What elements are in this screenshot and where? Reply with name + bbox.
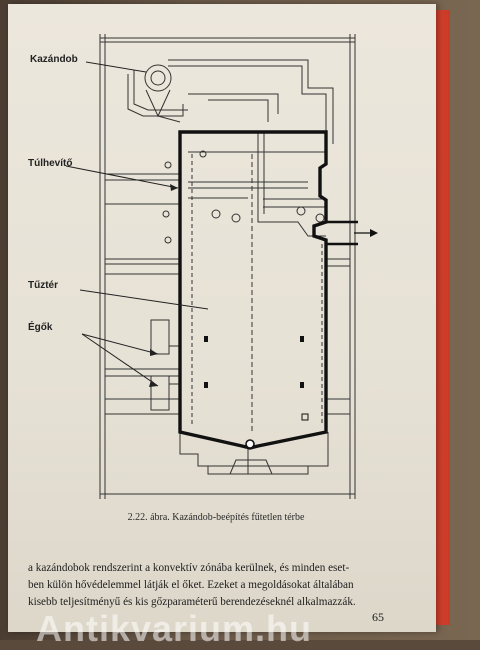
body-paragraph: a kazándobok rendszerint a konvektív zón… <box>28 560 414 611</box>
label-egok: Égők <box>28 322 53 333</box>
book-page: Kazándob Túlhevítő Tűztér Égők 2.22. ábr… <box>8 4 436 649</box>
body-line: ben külön hővédelemmel látják el őket. E… <box>28 579 354 591</box>
body-line: kisebb teljesítményű és kis gőzparaméter… <box>28 596 356 608</box>
label-tulhevito: Túlhevítő <box>28 158 73 169</box>
watermark: Antikvarium.hu <box>36 608 313 649</box>
page-number: 65 <box>372 610 384 624</box>
label-tuzter: Tűztér <box>28 280 58 291</box>
boiler-diagram <box>65 34 378 499</box>
figure-caption: 2.22. ábra. Kazándob-beépítés fűtetlen t… <box>127 512 305 523</box>
label-kazandob: Kazándob <box>30 54 78 65</box>
body-line: a kazándobok rendszerint a konvektív zón… <box>28 562 350 574</box>
